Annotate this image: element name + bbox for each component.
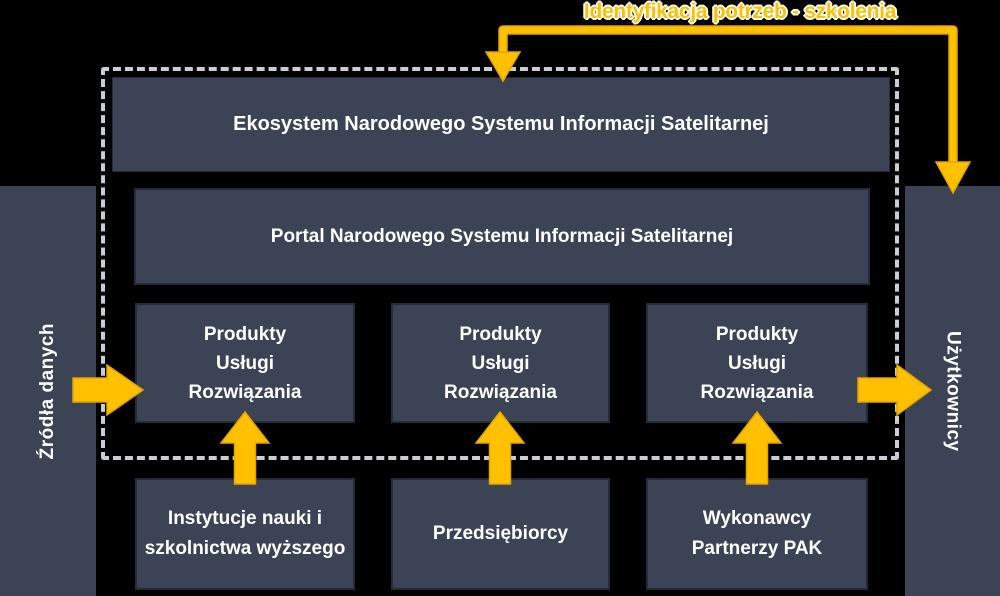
- entrepreneurs-box: Przedsiębiorcy: [391, 478, 610, 590]
- contractors-line: Wykonawcy: [702, 508, 812, 529]
- ecosystem-box: Ekosystem Narodowego Systemu Informacji …: [112, 77, 890, 172]
- products-box-1: Produkty Usługi Rozwiązania: [135, 303, 355, 423]
- products-line: Produkty: [715, 323, 799, 345]
- products-box-2: Produkty Usługi Rozwiązania: [391, 303, 610, 423]
- contractors-line: Partnerzy PAK: [691, 538, 823, 559]
- products-line: Rozwiązania: [700, 381, 814, 403]
- products-line: Rozwiązania: [444, 381, 557, 403]
- users-label: Użytkownicy: [942, 330, 964, 452]
- science-institutions-box: Instytucje nauki i szkolnictwa wyższego: [135, 478, 355, 590]
- data-sources-label: Źródła danych: [37, 322, 58, 460]
- science-institutions-line: Instytucje nauki i: [167, 508, 323, 529]
- products-line: Produkty: [459, 323, 542, 345]
- products-line: Usługi: [727, 352, 787, 374]
- training-needs-label: Identyfikacja potrzeb - szkolenia: [583, 0, 897, 23]
- entrepreneurs-line: Przedsiębiorcy: [432, 523, 569, 544]
- contractors-box: Wykonawcy Partnerzy PAK: [646, 478, 868, 590]
- products-line: Rozwiązania: [188, 381, 302, 403]
- products-box-3: Produkty Usługi Rozwiązania: [646, 303, 868, 423]
- portal-title: Portal Narodowego Systemu Informacji Sat…: [270, 225, 734, 247]
- users-sidebar: Użytkownicy: [905, 186, 1000, 596]
- products-line: Produkty: [203, 323, 287, 345]
- portal-box: Portal Narodowego Systemu Informacji Sat…: [134, 188, 870, 285]
- ecosystem-title: Ekosystem Narodowego Systemu Informacji …: [233, 113, 769, 135]
- science-institutions-line: szkolnictwa wyższego: [144, 538, 346, 559]
- data-sources-sidebar: Źródła danych: [0, 186, 96, 596]
- products-line: Usługi: [215, 352, 275, 374]
- products-line: Usługi: [471, 352, 530, 374]
